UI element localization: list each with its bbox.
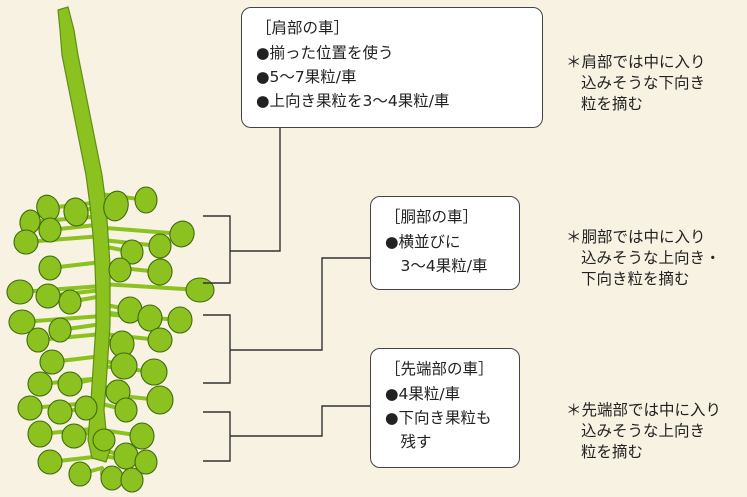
tip-item-2: ●下向き果粒も bbox=[385, 409, 492, 427]
shoulder-note-line-1: ＊肩部では中に入り bbox=[566, 53, 706, 71]
tip-section-box: ［先端部の車］ ●4果粒/車 ●下向き果粒も 残す bbox=[370, 348, 520, 468]
berry-33 bbox=[17, 395, 43, 421]
berry-8 bbox=[169, 220, 195, 248]
berry-39 bbox=[129, 422, 155, 450]
berry-27 bbox=[27, 371, 53, 397]
berry-11 bbox=[108, 257, 132, 283]
berry-4 bbox=[13, 229, 39, 255]
shoulder-title: ［肩部の車］ bbox=[256, 19, 350, 37]
body-section-box: ［胴部の車］ ●横並びに 3～4果粒/車 bbox=[370, 196, 520, 290]
berry-3 bbox=[38, 217, 62, 243]
tip-note-line-3: 粒を摘む bbox=[581, 443, 644, 461]
berry-20 bbox=[26, 327, 50, 353]
body-note-line-3: 下向き粒を摘む bbox=[581, 270, 690, 288]
berry-16 bbox=[35, 283, 61, 309]
berry-24 bbox=[147, 327, 173, 353]
branch-8 bbox=[103, 226, 184, 236]
berry-10 bbox=[120, 239, 144, 265]
shoulder-note-line-3: 粒を摘む bbox=[581, 95, 644, 113]
body-item-1: ●横並びに bbox=[385, 233, 461, 251]
berry-6 bbox=[103, 190, 129, 222]
berry-41 bbox=[37, 449, 63, 475]
berry-34 bbox=[47, 399, 73, 425]
berry-23 bbox=[167, 306, 193, 334]
tip-note: ＊先端部では中に入り 込みそうな上向き 粒を摘む bbox=[566, 400, 721, 463]
berry-40 bbox=[113, 442, 139, 470]
berry-18 bbox=[8, 309, 36, 335]
berry-30 bbox=[140, 358, 168, 386]
grape-berries bbox=[6, 186, 215, 493]
berry-31 bbox=[146, 385, 174, 415]
tip-note-line-1: ＊先端部では中に入り bbox=[566, 401, 722, 419]
shoulder-note: ＊肩部では中に入り 込みそうな下向き 粒を摘む bbox=[566, 52, 706, 115]
berry-38 bbox=[61, 423, 87, 449]
berry-14 bbox=[38, 255, 62, 281]
shoulder-item-1: ●揃った位置を使う bbox=[256, 44, 394, 62]
berry-17 bbox=[58, 289, 82, 315]
berry-28 bbox=[57, 371, 83, 397]
berry-7 bbox=[134, 186, 158, 214]
berry-37 bbox=[27, 420, 53, 448]
berry-44 bbox=[120, 467, 144, 493]
berry-29 bbox=[110, 352, 138, 380]
berry-46 bbox=[92, 428, 116, 452]
body-note: ＊胴部では中に入り 込みそうな上向き・ 下向き粒を摘む bbox=[566, 227, 721, 290]
shoulder-note-line-2: 込みそうな下向き bbox=[581, 74, 706, 92]
berry-42 bbox=[68, 461, 92, 487]
body-bracket bbox=[203, 314, 231, 384]
tip-item-1: ●4果粒/車 bbox=[385, 385, 461, 403]
tip-bracket bbox=[203, 411, 231, 462]
berry-26 bbox=[39, 349, 65, 375]
body-note-line-2: 込みそうな上向き・ bbox=[581, 249, 721, 267]
tip-title: ［先端部の車］ bbox=[385, 360, 494, 378]
berry-45 bbox=[134, 449, 158, 475]
body-title: ［胴部の車］ bbox=[385, 208, 479, 226]
body-note-line-1: ＊胴部では中に入り bbox=[566, 228, 706, 246]
shoulder-connector bbox=[230, 128, 281, 252]
shoulder-item-3: ●上向き果粒を3～4果粒/車 bbox=[256, 92, 450, 110]
tip-note-line-2: 込みそうな上向き bbox=[581, 422, 706, 440]
berry-13 bbox=[185, 277, 215, 303]
berry-35 bbox=[74, 395, 98, 421]
branch-15 bbox=[18, 284, 104, 294]
shoulder-item-2: ●5～7果粒/車 bbox=[256, 68, 357, 86]
section-brackets bbox=[203, 128, 370, 462]
main-stem bbox=[57, 6, 111, 463]
berry-12 bbox=[147, 258, 173, 286]
shoulder-section-box: ［肩部の車］ ●揃った位置を使う ●5～7果粒/車 ●上向き果粒を3～4果粒/車 bbox=[241, 7, 543, 128]
shoulder-bracket bbox=[203, 215, 231, 284]
tip-connector bbox=[230, 405, 370, 437]
body-item-2: 3～4果粒/車 bbox=[385, 257, 488, 275]
berry-22 bbox=[137, 304, 163, 332]
berry-36 bbox=[114, 397, 138, 423]
berry-43 bbox=[100, 465, 124, 491]
body-connector bbox=[230, 257, 370, 351]
berry-15 bbox=[6, 279, 34, 305]
tip-item-3: 残す bbox=[385, 433, 432, 451]
berry-19 bbox=[48, 317, 72, 343]
berry-5 bbox=[63, 197, 89, 227]
branch-13 bbox=[100, 282, 202, 292]
branch-4 bbox=[24, 234, 104, 244]
berry-9 bbox=[148, 233, 172, 259]
